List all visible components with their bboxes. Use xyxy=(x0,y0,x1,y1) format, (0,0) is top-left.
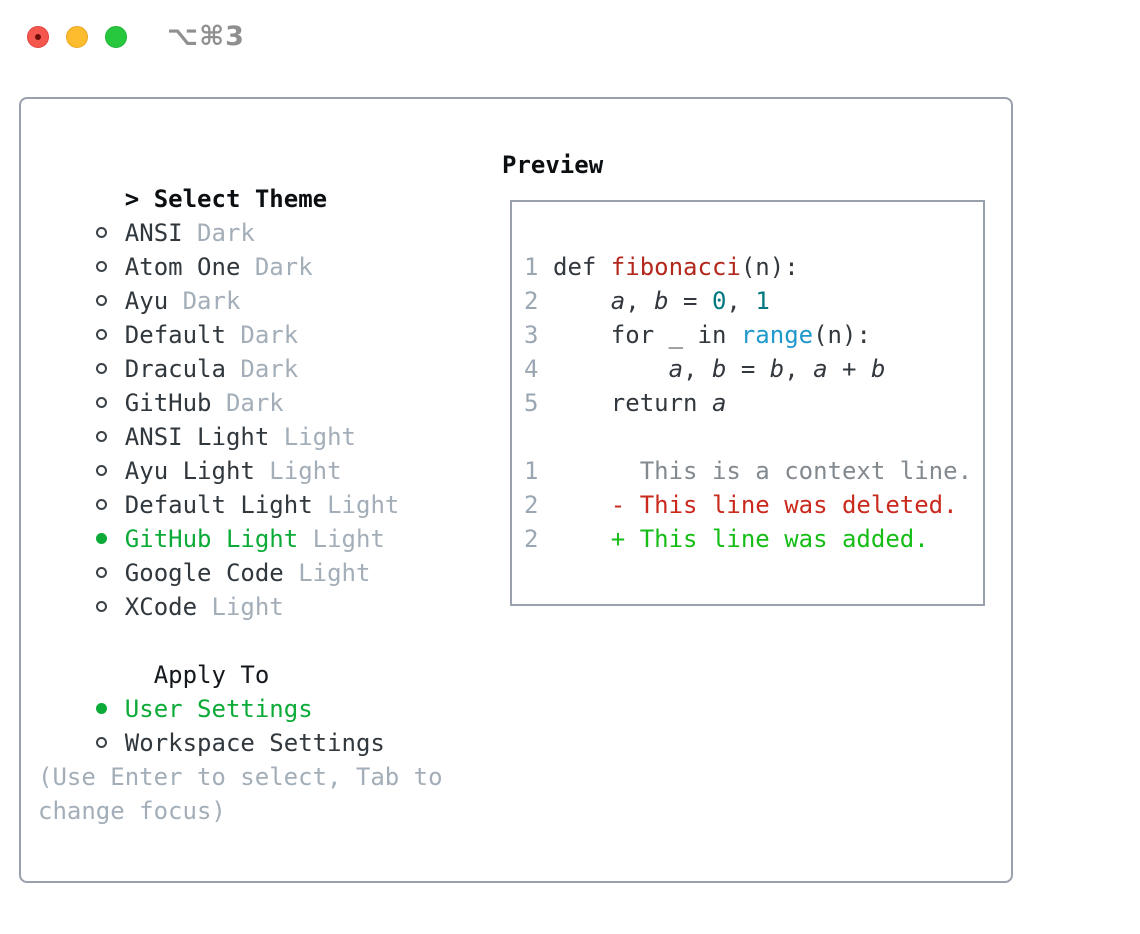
apply-to-option[interactable]: User Settings xyxy=(38,658,478,723)
apply-to-header: Apply To xyxy=(38,624,478,689)
code-line: 5 return a xyxy=(524,386,983,420)
radio-icon xyxy=(95,499,107,510)
radio-icon xyxy=(95,533,107,544)
line-number: 3 xyxy=(524,321,539,349)
theme-name-label: GitHub Light xyxy=(124,525,299,553)
theme-name-label: Ayu xyxy=(124,287,169,315)
theme-name-label: Default Light xyxy=(124,491,313,519)
theme-name-label: ANSI xyxy=(124,219,183,247)
radio-icon xyxy=(95,703,107,714)
theme-option[interactable]: ANSI Light Light xyxy=(38,386,478,451)
theme-variant-tag: Light xyxy=(312,491,400,519)
radio-icon xyxy=(95,295,107,306)
theme-variant-tag: Light xyxy=(197,593,284,621)
radio-icon xyxy=(95,363,107,374)
line-number: 2 xyxy=(524,525,539,553)
theme-name-label: GitHub xyxy=(124,389,212,417)
radio-icon xyxy=(95,601,107,612)
theme-name-label: ANSI Light xyxy=(124,423,270,451)
theme-picker-panel: > Select Theme ANSI Dark Atom One Dark Ay… xyxy=(19,97,1013,883)
theme-name-label: Default xyxy=(124,321,226,349)
blank-line xyxy=(524,420,983,454)
titlebar: ⌥⌘3 xyxy=(0,0,1140,74)
theme-name-label: Atom One xyxy=(124,253,241,281)
theme-variant-tag: Dark xyxy=(225,321,299,349)
theme-option[interactable]: XCode Light xyxy=(38,556,478,621)
line-number: 1 xyxy=(524,253,539,281)
apply-to-option-label: User Settings xyxy=(124,695,313,723)
theme-variant-tag: Dark xyxy=(168,287,241,315)
theme-option[interactable]: Dracula Dark xyxy=(38,318,478,383)
apply-to-list: User Settings Workspace Settings xyxy=(38,658,478,757)
theme-list-column: > Select Theme ANSI Dark Atom One Dark Ay… xyxy=(38,148,478,828)
line-number: 1 xyxy=(524,457,539,485)
theme-name-label: Ayu Light xyxy=(124,457,255,485)
hint-line-2: change focus) xyxy=(38,797,226,825)
theme-variant-tag: Light xyxy=(298,525,385,553)
theme-option[interactable]: Default Dark xyxy=(38,284,478,349)
theme-name-label: Google Code xyxy=(124,559,284,587)
minimize-button[interactable] xyxy=(66,26,88,48)
theme-list: ANSI Dark Atom One Dark Ayu Dark Default… xyxy=(38,182,478,621)
theme-option[interactable]: GitHub Dark xyxy=(38,352,478,417)
theme-variant-tag: Dark xyxy=(225,355,299,383)
diff-preview: 1 This is a context line.2 - This line w… xyxy=(524,454,983,556)
theme-option[interactable]: Default Light Light xyxy=(38,454,478,519)
theme-variant-tag: Dark xyxy=(211,389,284,417)
diff-line: 2 + This line was added. xyxy=(524,522,983,556)
theme-variant-tag: Dark xyxy=(182,219,255,247)
zoom-button[interactable] xyxy=(105,26,127,48)
line-number: 2 xyxy=(524,491,539,519)
prompt-chevron-icon: > xyxy=(124,185,140,213)
line-number: 2 xyxy=(524,287,539,315)
hint-line-1: (Use Enter to select, Tab to xyxy=(38,763,443,791)
apply-to-option-label: Workspace Settings xyxy=(124,729,385,757)
code-line: 3 for _ in range(n): xyxy=(524,318,983,352)
radio-icon xyxy=(95,261,107,272)
radio-icon xyxy=(95,329,107,340)
theme-variant-tag: Light xyxy=(269,423,356,451)
close-button[interactable] xyxy=(27,26,49,48)
radio-icon xyxy=(95,567,107,578)
traffic-lights xyxy=(27,26,127,48)
theme-option[interactable]: Atom One Dark xyxy=(38,216,478,281)
theme-option[interactable]: Google Code Light xyxy=(38,522,478,587)
radio-icon xyxy=(95,397,107,408)
apply-to-title: Apply To xyxy=(153,661,270,689)
theme-variant-tag: Light xyxy=(283,559,371,587)
radio-icon xyxy=(95,227,107,238)
line-number: 5 xyxy=(524,389,539,417)
diff-line: 2 - This line was deleted. xyxy=(524,488,983,522)
radio-icon xyxy=(95,431,107,442)
diff-line: 1 This is a context line. xyxy=(524,454,983,488)
select-theme-title: Select Theme xyxy=(153,185,328,213)
theme-name-label: Dracula xyxy=(124,355,226,383)
theme-variant-tag: Dark xyxy=(240,253,313,281)
radio-icon xyxy=(95,737,107,748)
theme-variant-tag: Light xyxy=(254,457,342,485)
window-shortcut-label: ⌥⌘3 xyxy=(167,21,245,52)
code-line: 2 a, b = 0, 1 xyxy=(524,284,983,318)
line-number: 4 xyxy=(524,355,539,383)
theme-option[interactable]: Ayu Light Light xyxy=(38,420,478,485)
theme-name-label: XCode xyxy=(124,593,198,621)
theme-option[interactable]: GitHub Light Light xyxy=(38,488,478,553)
code-line: 4 a, b = b, a + b xyxy=(524,352,983,386)
theme-option[interactable]: Ayu Dark xyxy=(38,250,478,315)
apply-to-option[interactable]: Workspace Settings xyxy=(38,692,478,757)
select-theme-header: > Select Theme xyxy=(38,148,478,213)
preview-title: Preview xyxy=(502,151,604,179)
theme-option[interactable]: ANSI Dark xyxy=(38,182,478,247)
radio-icon xyxy=(95,465,107,476)
